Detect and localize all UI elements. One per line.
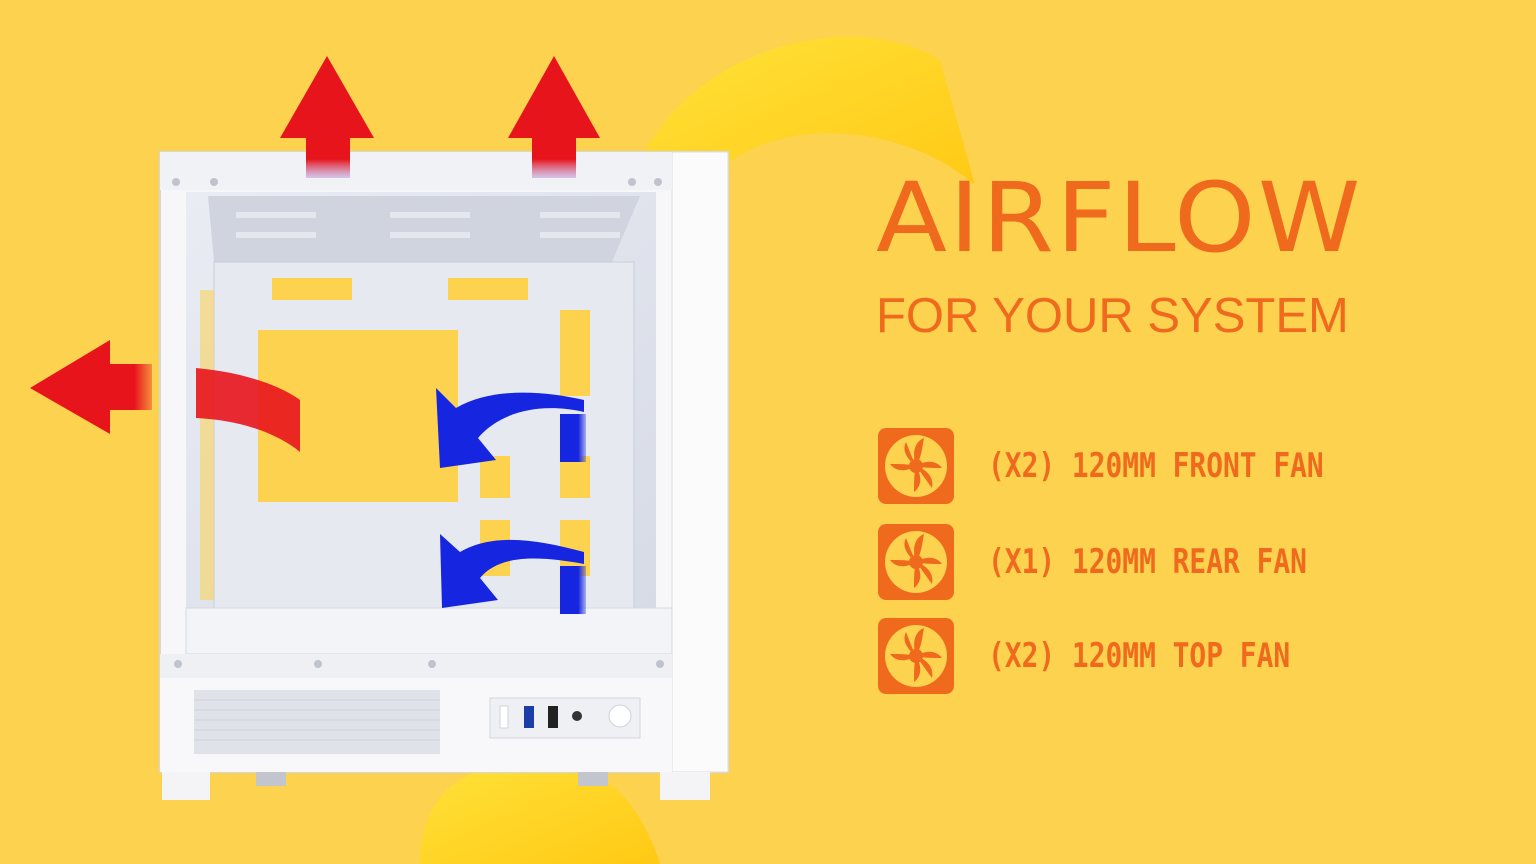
- subheadline: FOR YOUR SYSTEM: [876, 289, 1349, 343]
- fan-label: (X1) 120MM REAR FAN: [988, 542, 1307, 582]
- headline: AIRFLOW: [876, 162, 1363, 274]
- fan-item-top: (X2) 120MM TOP FAN: [876, 616, 1476, 696]
- fan-icon: [878, 618, 954, 694]
- fan-list: (X2) 120MM FRONT FAN (X1) 120MM REAR FAN: [876, 426, 1476, 712]
- intake-arrow-lower: [440, 534, 586, 614]
- fan-icon: [878, 524, 954, 600]
- exhaust-arrow-top-right: [508, 56, 600, 178]
- fan-icon: [878, 428, 954, 504]
- fan-label: (X2) 120MM FRONT FAN: [988, 446, 1324, 486]
- exhaust-arrow-top-left: [280, 56, 374, 178]
- fan-label: (X2) 120MM TOP FAN: [988, 636, 1291, 676]
- fan-item-front: (X2) 120MM FRONT FAN: [876, 426, 1476, 506]
- exhaust-arrow-rear: [30, 340, 300, 452]
- intake-arrow-upper: [436, 388, 586, 468]
- fan-item-rear: (X1) 120MM REAR FAN: [876, 522, 1476, 602]
